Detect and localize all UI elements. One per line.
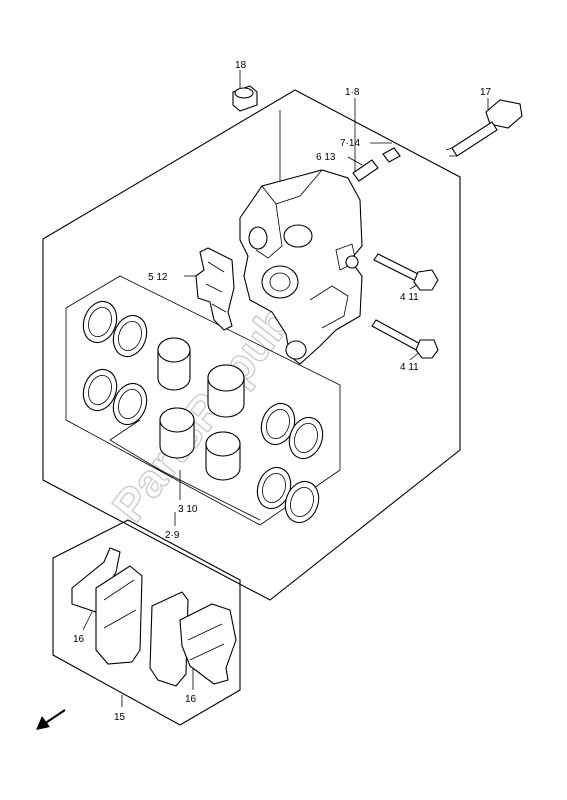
pistons-part bbox=[157, 337, 245, 481]
piston-group-outline bbox=[109, 419, 261, 521]
leader-lines bbox=[82, 70, 489, 707]
mounting-bolt-part bbox=[445, 99, 523, 157]
slide-pin-lower-part bbox=[371, 319, 439, 359]
callout-2-9: 2·9 bbox=[165, 530, 180, 541]
pad-set-outline bbox=[52, 519, 241, 726]
callout-1-8: 1·8 bbox=[345, 87, 360, 98]
callout-6-13: 6 13 bbox=[316, 152, 336, 163]
caliper-body-part bbox=[239, 169, 363, 365]
callout-15: 15 bbox=[114, 712, 126, 723]
callout-16-right: 16 bbox=[185, 694, 197, 705]
bleeder-screw-part bbox=[352, 147, 401, 182]
piston-seals-right-part bbox=[256, 402, 324, 524]
pad-spring-part bbox=[195, 247, 235, 331]
caliper-assembly-outline bbox=[42, 89, 461, 601]
callout-labels: 18 1·8 17 7·14 6 13 5 12 4 11 4 11 3 10 … bbox=[73, 60, 492, 723]
callout-16-left: 16 bbox=[73, 634, 85, 645]
callout-4-11-lower: 4 11 bbox=[400, 362, 419, 373]
callout-3-10: 3 10 bbox=[178, 504, 198, 515]
seal-group-outline bbox=[65, 275, 341, 526]
callout-18: 18 bbox=[235, 60, 247, 71]
slide-pin-upper-part bbox=[373, 253, 439, 291]
brake-pad-right-part bbox=[149, 591, 237, 687]
callout-5-12: 5 12 bbox=[148, 272, 168, 283]
bleeder-cap-part bbox=[232, 85, 258, 112]
callout-17: 17 bbox=[480, 87, 492, 98]
callout-7-14: 7·14 bbox=[340, 138, 360, 149]
piston-seals-left-part bbox=[82, 300, 148, 426]
brake-pad-left-part bbox=[71, 547, 143, 665]
callout-4-11-upper: 4 11 bbox=[400, 292, 419, 303]
front-arrow-icon bbox=[36, 709, 66, 730]
